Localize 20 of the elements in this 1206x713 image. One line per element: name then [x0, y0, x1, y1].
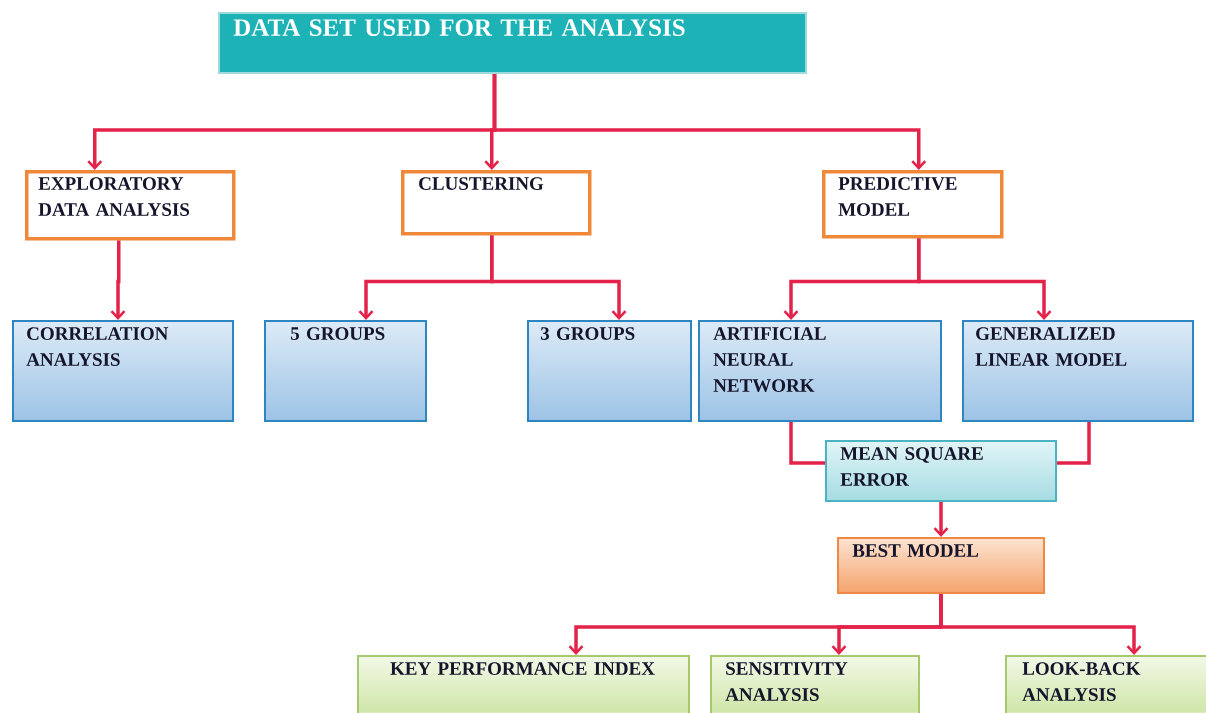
arrow	[917, 238, 1052, 320]
arrow	[933, 502, 949, 537]
arrow	[492, 74, 927, 170]
output-box: KEY PERFORMANCE INDEX	[357, 655, 690, 713]
arrow	[110, 240, 126, 320]
arrow	[490, 235, 627, 320]
process-box: ARTIFICIAL NEURAL NETWORK	[698, 320, 942, 422]
process-box: CORRELATION ANALYSIS	[12, 320, 234, 422]
result-box: BEST MODEL	[837, 537, 1045, 594]
arrow	[939, 594, 1142, 655]
process-box: GENERALIZED LINEAR MODEL	[962, 320, 1194, 422]
category-box: CLUSTERING	[401, 170, 592, 236]
process-box: 5 GROUPS	[264, 320, 427, 422]
output-box: SENSITIVITY ANALYSIS	[710, 655, 920, 713]
process-box: MEAN SQUARE ERROR	[825, 440, 1057, 502]
output-box: LOOK-BACK ANALYSIS	[1005, 655, 1206, 713]
category-box: PREDICTIVE MODEL	[822, 170, 1004, 239]
category-box: EXPLORATORY DATA ANALYSIS	[25, 170, 236, 241]
heading-box: DATA SET USED FOR THE ANALYSIS	[218, 12, 807, 74]
process-box: 3 GROUPS	[527, 320, 692, 422]
